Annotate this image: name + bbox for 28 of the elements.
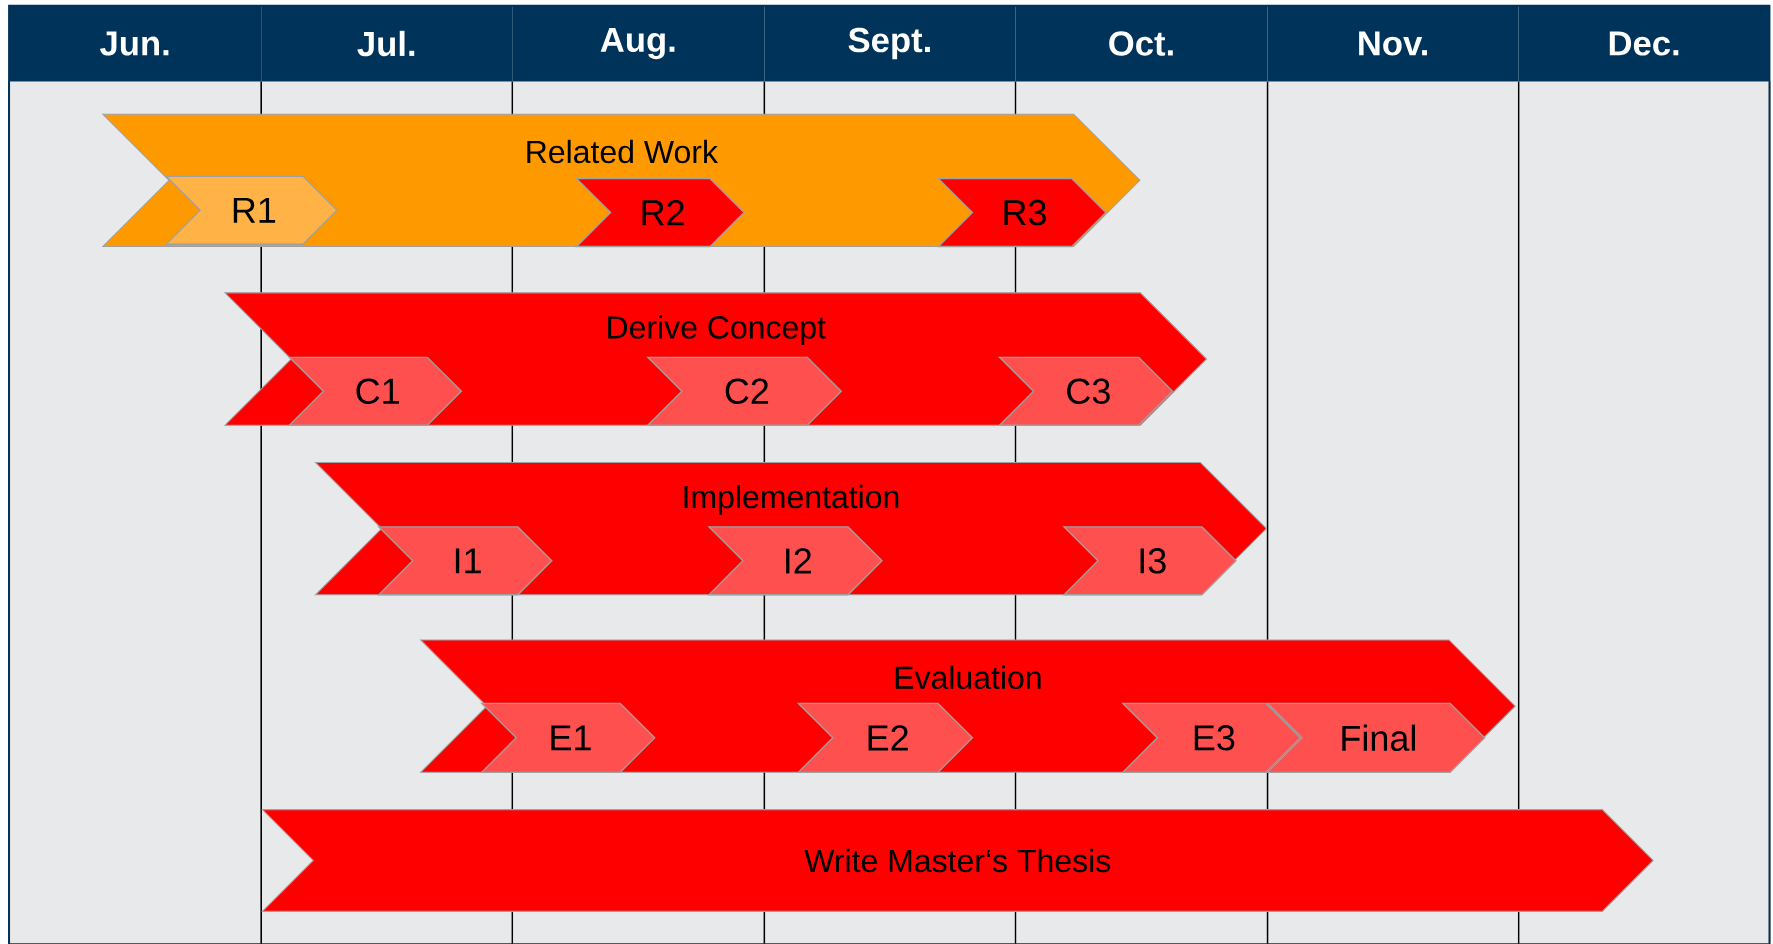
month-header: Oct. (1015, 5, 1268, 82)
milestone-block: I1 (377, 526, 553, 596)
node-label: Nov. (1359, 31, 1427, 56)
month-header: Jul. (261, 5, 513, 82)
node-label: Aug. (600, 27, 675, 60)
milestone-block: E2 (796, 702, 974, 773)
node-label: Oct. (1109, 31, 1173, 56)
milestone-block: R3 (936, 177, 1107, 248)
month-header: Aug. (512, 5, 765, 82)
node-label: Jun. (100, 31, 169, 56)
milestone-block: E1 (480, 702, 656, 773)
milestone-block: I2 (707, 526, 883, 596)
task-block: Write Master‘s Thesis (261, 809, 1654, 912)
milestone-block: C1 (287, 356, 463, 426)
milestone-block: C2 (646, 356, 843, 426)
node-label: Dec. (1609, 31, 1679, 56)
milestone-block: R2 (575, 177, 745, 248)
month-header: Sept. (764, 5, 1016, 82)
month-header: Jun. (9, 5, 262, 82)
month-header: Nov. (1267, 5, 1519, 82)
node-label: Jul. (357, 30, 415, 57)
milestone-block: R1 (164, 175, 338, 245)
month-header: Dec. (1518, 5, 1770, 82)
milestone-block: Final (1265, 702, 1486, 773)
milestone-block: E3 (1121, 702, 1302, 773)
milestone-block: C3 (997, 356, 1174, 426)
node-label: Sept. (848, 27, 930, 60)
milestone-block: I3 (1062, 526, 1237, 596)
